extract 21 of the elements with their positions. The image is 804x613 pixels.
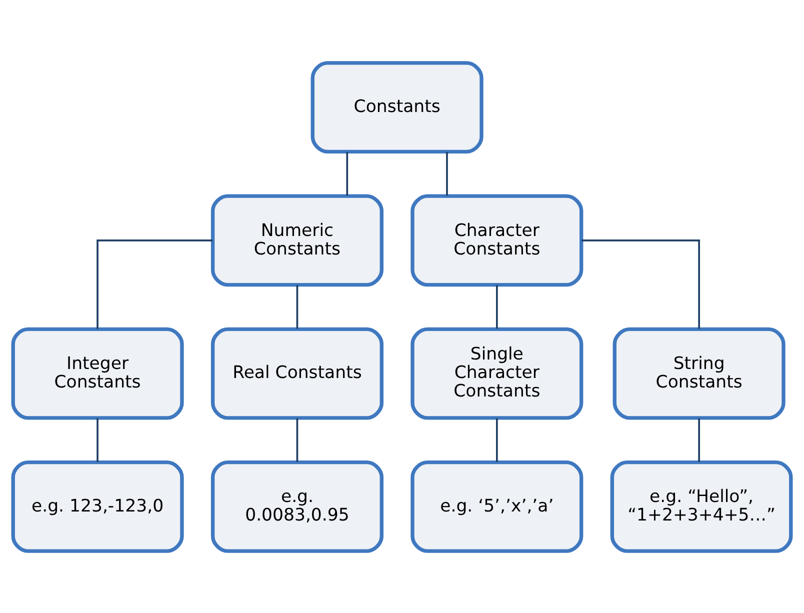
node-box: e.g. 0.0083,0.95 (210, 460, 384, 552)
connector (296, 284, 298, 328)
node-box: Single Character Constants (410, 326, 584, 420)
connector (496, 284, 498, 328)
node-box: Integer Constants (11, 326, 184, 420)
node-box: String Constants (612, 326, 786, 420)
connector (581, 239, 700, 328)
connector (698, 418, 700, 462)
node-box: Constants (310, 60, 484, 154)
connector (446, 152, 448, 196)
node-box: Numeric Constants (210, 194, 384, 286)
node-box: e.g. ‘5’,’x’,’a’ (410, 460, 584, 552)
node-box: e.g. “Hello”, “1+2+3+4+5…” (610, 460, 793, 552)
node-box: Character Constants (410, 194, 584, 286)
connector (346, 152, 348, 196)
connector (96, 239, 213, 328)
connector (296, 418, 298, 462)
connector (96, 418, 98, 462)
node-box: Real Constants (210, 326, 384, 420)
connector (496, 418, 498, 462)
node-box: e.g. 123,-123,0 (11, 460, 184, 552)
